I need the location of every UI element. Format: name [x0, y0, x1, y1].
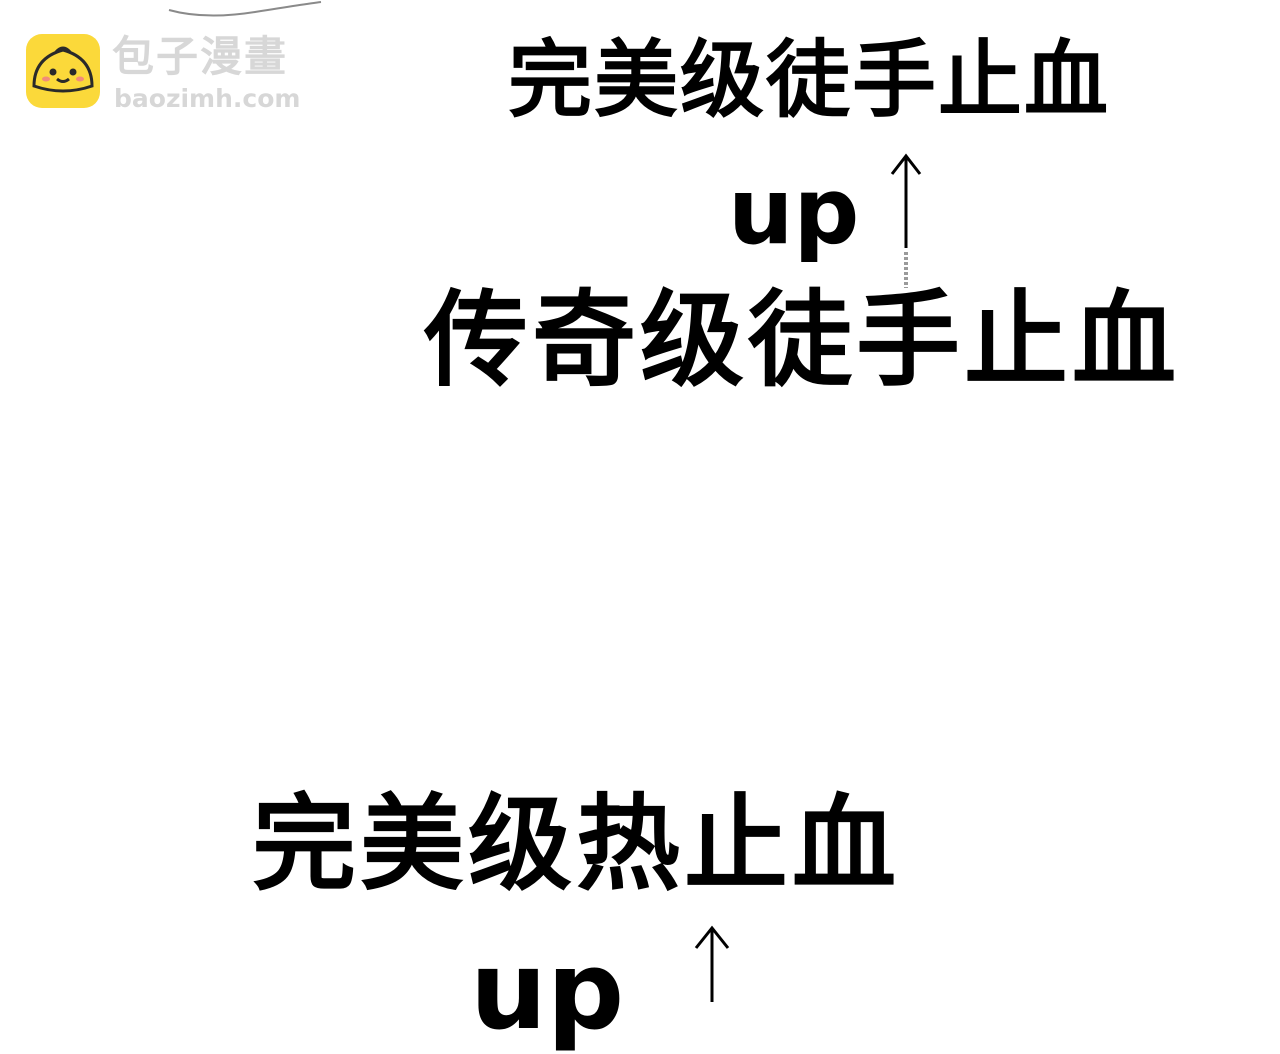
up-arrow-icon: [694, 925, 730, 1002]
watermark-title: 包子漫畫: [112, 32, 289, 81]
up-arrow-icon: [890, 153, 922, 288]
bun-face-icon: [26, 34, 100, 108]
caption-up-second: up: [470, 929, 625, 1054]
caption-up-first: up: [728, 158, 860, 265]
caption-perfect-heat-hemostasis: 完美级热止血: [252, 783, 901, 905]
sketch-stroke: [168, 1, 322, 17]
caption-legendary-hand-hemostasis: 传奇级徒手止血: [424, 279, 1181, 401]
caption-perfect-hand-hemostasis: 完美级徒手止血: [508, 31, 1111, 129]
watermark-url: baozimh.com: [114, 84, 301, 113]
watermark: 包子漫畫 baozimh.com: [26, 34, 326, 114]
